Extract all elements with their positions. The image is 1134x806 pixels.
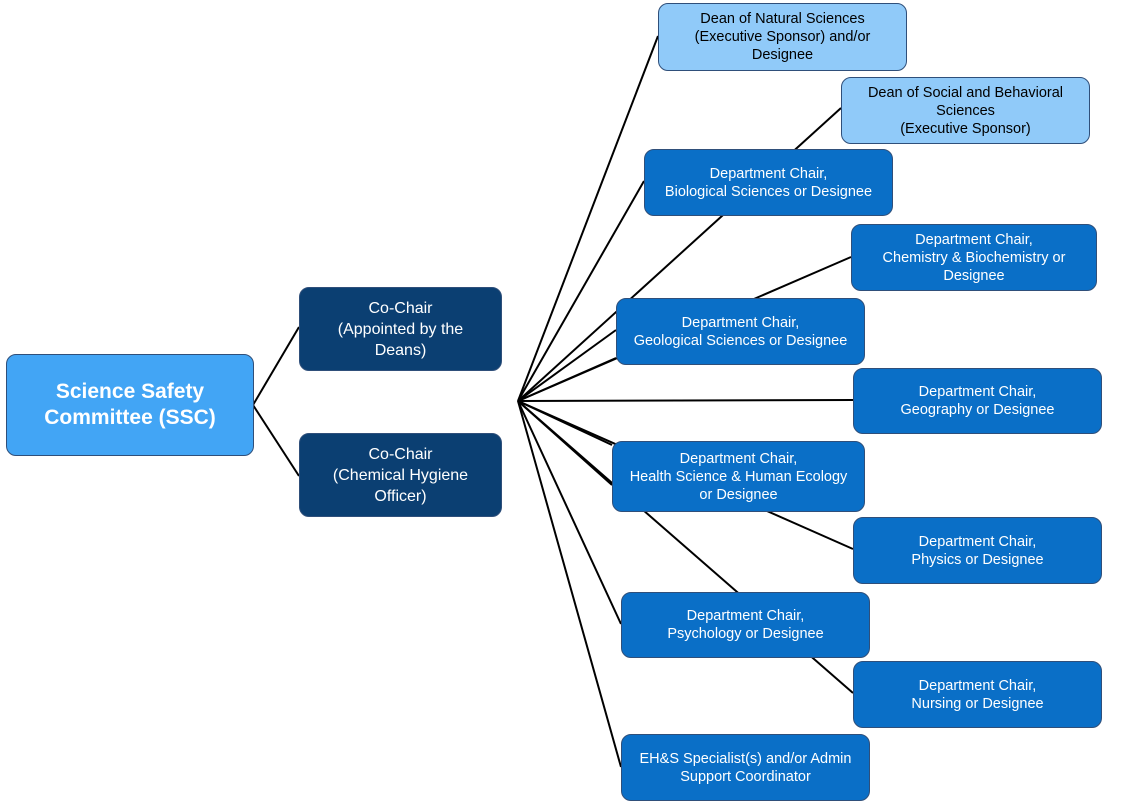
member-node-chemistry-biochemistry: Department Chair, Chemistry & Biochemist… — [851, 224, 1097, 291]
member-node-biological-sciences: Department Chair, Biological Sciences or… — [644, 149, 893, 216]
connector-hub-dean-natural — [517, 35, 659, 402]
cochair-node-label: Co-Chair (Appointed by the Deans) — [337, 299, 464, 359]
member-node-ehs-specialist: EH&S Specialist(s) and/or Admin Support … — [621, 734, 870, 801]
member-node-geography: Department Chair, Geography or Designee — [853, 368, 1102, 434]
cochair-node-chemical-hygiene: Co-Chair (Chemical Hygiene Officer) — [299, 433, 502, 517]
member-node-label: Dean of Social and Behavioral Sciences (… — [867, 84, 1064, 137]
member-node-label: Department Chair, Geography or Designee — [900, 384, 1055, 418]
member-node-label: Dean of Natural Sciences (Executive Spon… — [694, 11, 871, 63]
connector-hub-geology — [517, 329, 617, 402]
connector-hub-psychology — [517, 400, 622, 625]
cochair-node-label: Co-Chair (Chemical Hygiene Officer) — [332, 445, 469, 505]
member-node-dean-social-behavioral: Dean of Social and Behavioral Sciences (… — [841, 77, 1090, 144]
connector-hub-ehs — [517, 400, 622, 768]
connector-hub-geology-2 — [517, 357, 617, 402]
root-node-science-safety-committee: Science Safety Committee (SSC) — [6, 354, 254, 456]
member-node-psychology: Department Chair, Psychology or Designee — [621, 592, 870, 658]
member-node-label: EH&S Specialist(s) and/or Admin Support … — [639, 750, 852, 785]
member-node-health-science: Department Chair, Health Science & Human… — [612, 441, 865, 512]
connector-root-cochair-1 — [252, 326, 300, 406]
member-node-label: Department Chair, Geological Sciences or… — [633, 314, 848, 349]
member-node-geological-sciences: Department Chair, Geological Sciences or… — [616, 298, 865, 365]
member-node-physics: Department Chair, Physics or Designee — [853, 517, 1102, 584]
connector-hub-biology — [517, 180, 645, 402]
member-node-label: Department Chair, Nursing or Designee — [911, 677, 1044, 712]
connector-root-cochair-2 — [252, 404, 300, 477]
member-node-dean-natural-sciences: Dean of Natural Sciences (Executive Spon… — [658, 3, 907, 71]
member-node-label: Department Chair, Physics or Designee — [911, 533, 1044, 568]
member-node-nursing: Department Chair, Nursing or Designee — [853, 661, 1102, 728]
member-node-label: Department Chair, Chemistry & Biochemist… — [882, 231, 1066, 284]
member-node-label: Department Chair, Biological Sciences or… — [664, 165, 873, 200]
member-node-label: Department Chair, Health Science & Human… — [629, 450, 848, 503]
root-node-label: Science Safety Committee (SSC) — [44, 380, 216, 429]
connector-hub-geography — [517, 399, 854, 402]
member-node-label: Department Chair, Psychology or Designee — [667, 608, 824, 642]
cochair-node-appointed: Co-Chair (Appointed by the Deans) — [299, 287, 502, 371]
